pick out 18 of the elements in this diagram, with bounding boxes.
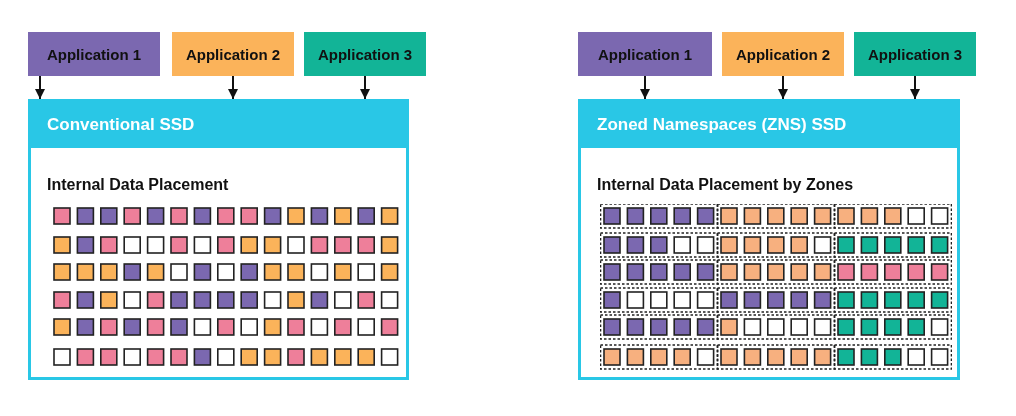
- arrow: [640, 75, 650, 100]
- application-box: Application 3: [854, 32, 976, 76]
- arrow: [228, 75, 238, 100]
- application-box: Application 3: [304, 32, 426, 76]
- application-box: Application 2: [722, 32, 844, 76]
- section-heading: Internal Data Placement: [47, 176, 229, 194]
- ssd-title: Conventional SSD: [47, 115, 195, 135]
- ssd-box: [578, 99, 960, 380]
- arrow: [910, 75, 920, 100]
- arrow: [778, 75, 788, 100]
- application-box: Application 1: [28, 32, 160, 76]
- section-heading: Internal Data Placement by Zones: [597, 176, 854, 194]
- arrow: [35, 75, 45, 100]
- ssd-title: Zoned Namespaces (ZNS) SSD: [597, 115, 847, 135]
- application-box: Application 2: [172, 32, 294, 76]
- application-box: Application 1: [578, 32, 712, 76]
- arrow: [360, 75, 370, 100]
- ssd-box: [28, 99, 409, 380]
